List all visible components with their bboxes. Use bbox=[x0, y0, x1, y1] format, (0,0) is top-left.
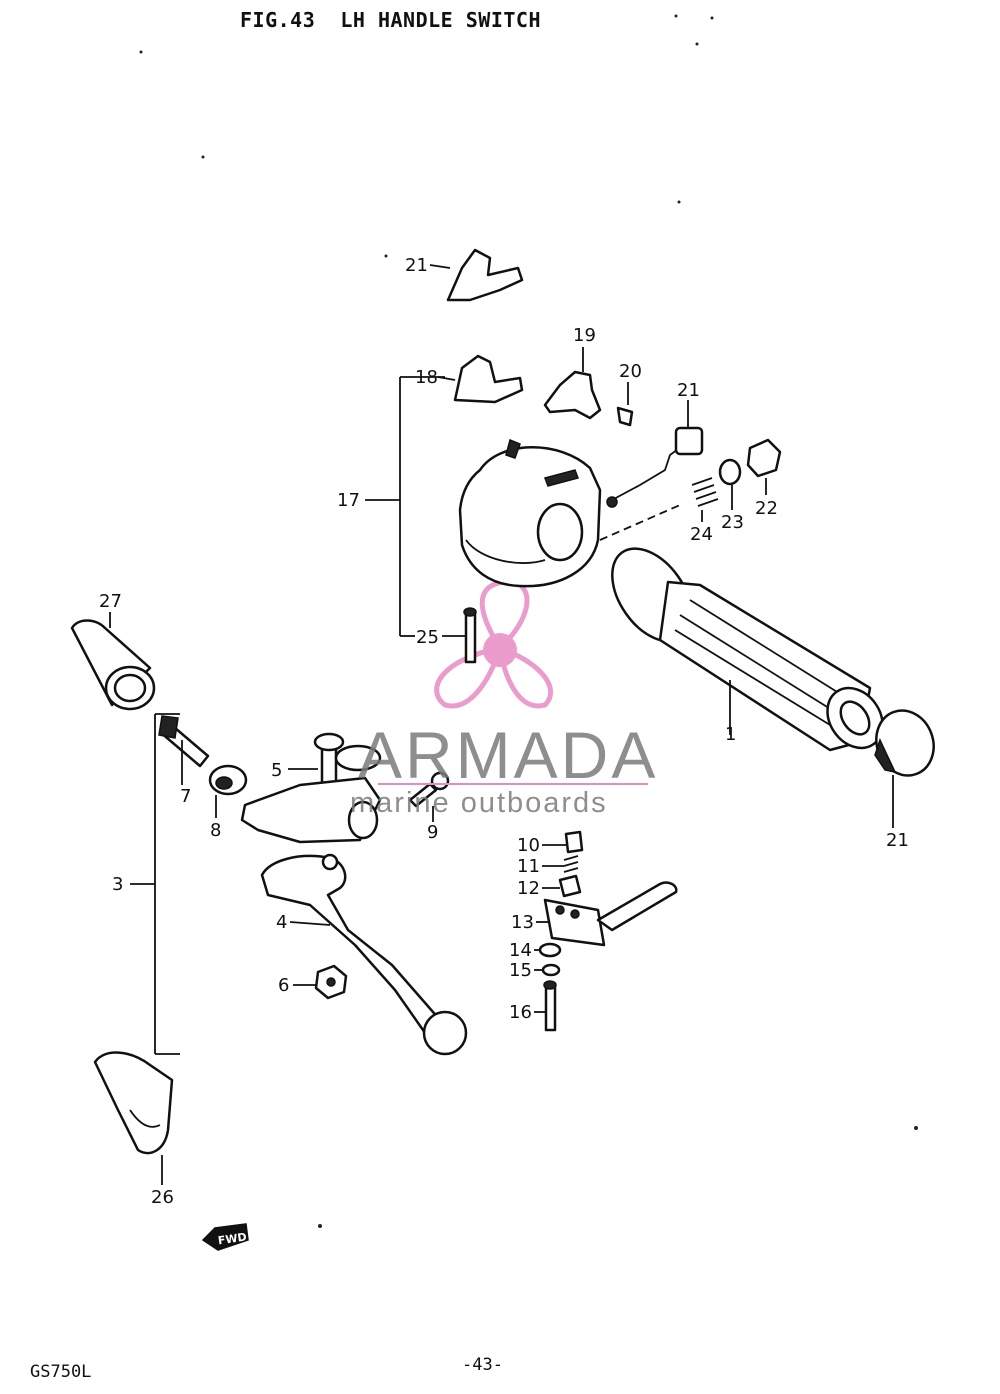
part-15-washer bbox=[541, 963, 561, 977]
part-24-spring bbox=[691, 477, 719, 507]
figure-title: FIG.43 LH HANDLE SWITCH bbox=[240, 8, 541, 32]
callout-17: 17 bbox=[337, 490, 360, 511]
callout-25: 25 bbox=[416, 627, 439, 648]
callout-15: 15 bbox=[509, 960, 532, 981]
part-17-switch-housing bbox=[458, 438, 602, 588]
part-25-screw bbox=[463, 607, 477, 664]
callout-26: 26 bbox=[151, 1187, 174, 1208]
part-21-bar-end bbox=[874, 709, 935, 777]
part-12-contact bbox=[558, 874, 582, 898]
watermark: ARMADA marine outboards bbox=[350, 718, 658, 819]
callout-7: 7 bbox=[180, 786, 191, 807]
part-6-nut bbox=[314, 964, 348, 1000]
callout-labels: 1 3 4 5 6 7 8 9 10 11 12 13 14 15 16 17 … bbox=[99, 255, 909, 1208]
callout-11: 11 bbox=[517, 856, 540, 877]
part-22-cap bbox=[746, 438, 782, 478]
callout-14: 14 bbox=[509, 940, 532, 961]
fwd-arrow-icon: FWD bbox=[201, 1223, 249, 1251]
callout-12: 12 bbox=[517, 878, 540, 899]
callout-4: 4 bbox=[276, 912, 287, 933]
part-27-grip-end bbox=[70, 619, 156, 711]
leader-lines bbox=[109, 264, 894, 1185]
callout-13: 13 bbox=[511, 912, 534, 933]
part-19-switch-knob bbox=[543, 370, 602, 420]
callout-16: 16 bbox=[509, 1002, 532, 1023]
part-9-screw bbox=[408, 771, 450, 808]
part-3-lever-bracket bbox=[240, 744, 382, 844]
watermark-propeller-icon bbox=[434, 579, 553, 709]
callout-10: 10 bbox=[517, 835, 540, 856]
part-26-lever-cover bbox=[93, 1051, 174, 1155]
part-8-bushing bbox=[208, 764, 248, 796]
callout-1: 1 bbox=[725, 724, 736, 745]
part-11-spring bbox=[563, 855, 579, 873]
part-13-switch-base bbox=[543, 881, 678, 947]
callout-21-top: 21 bbox=[405, 255, 428, 276]
part-10-screw bbox=[564, 830, 584, 854]
part-21-upper-case bbox=[446, 248, 524, 302]
callout-20: 20 bbox=[619, 361, 642, 382]
part-23-washer bbox=[718, 458, 742, 486]
scan-specks bbox=[139, 14, 918, 1228]
part-16-screw bbox=[543, 980, 557, 1032]
part-5-pivot-bolt bbox=[313, 732, 345, 794]
callout-5: 5 bbox=[271, 760, 282, 781]
callout-18: 18 bbox=[415, 367, 438, 388]
part-21-switch-wire bbox=[606, 426, 704, 508]
footer-model: GS750L bbox=[30, 1362, 92, 1382]
callout-9: 9 bbox=[427, 822, 438, 843]
callout-22: 22 bbox=[755, 498, 778, 519]
watermark-brand: ARMADA bbox=[358, 718, 658, 792]
callout-8: 8 bbox=[210, 820, 221, 841]
callout-3: 3 bbox=[112, 874, 123, 895]
callout-23: 23 bbox=[721, 512, 744, 533]
watermark-tagline: marine outboards bbox=[350, 787, 608, 819]
footer-page-number: -43- bbox=[462, 1355, 503, 1375]
callout-21-wire: 21 bbox=[677, 380, 700, 401]
part-4-clutch-lever bbox=[260, 853, 468, 1056]
part-20-screw bbox=[616, 406, 634, 427]
callout-24: 24 bbox=[690, 524, 713, 545]
part-7-bolt bbox=[158, 715, 210, 768]
callout-21-bar-end: 21 bbox=[886, 830, 909, 851]
callout-19: 19 bbox=[573, 325, 596, 346]
part-14-washer bbox=[538, 942, 562, 958]
part-18-switch-knob bbox=[453, 354, 524, 404]
part-1-handle-grip bbox=[611, 547, 884, 752]
callout-27: 27 bbox=[99, 591, 122, 612]
fwd-label: FWD bbox=[217, 1230, 247, 1247]
callout-6: 6 bbox=[278, 975, 289, 996]
